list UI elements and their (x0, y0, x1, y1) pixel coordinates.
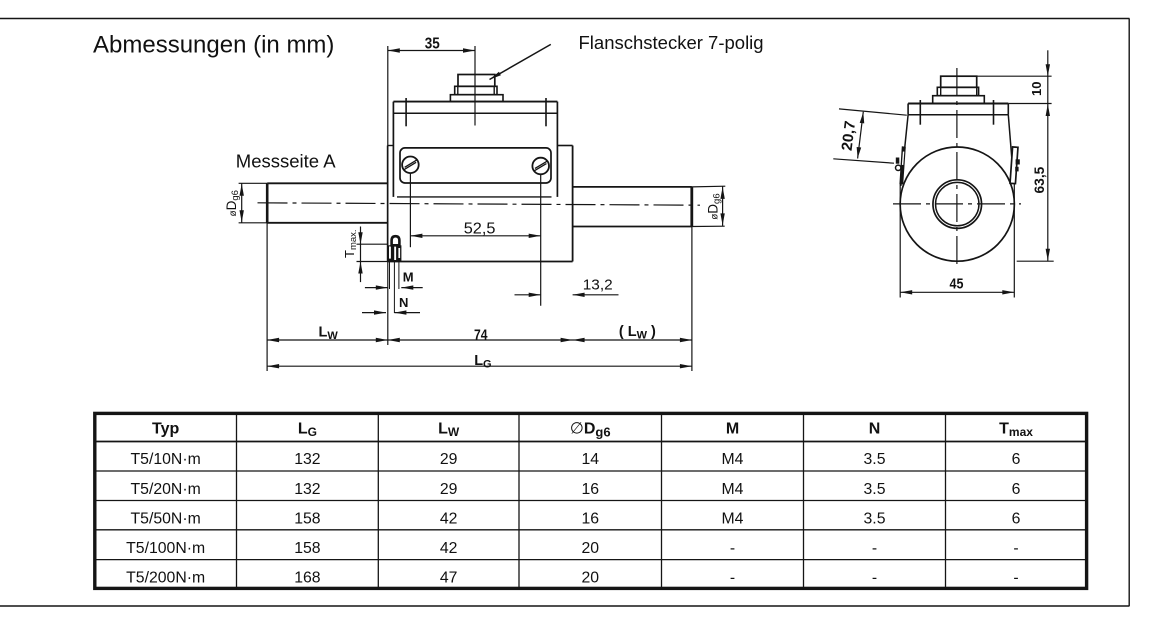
svg-text:-: - (1013, 570, 1018, 587)
svg-text:T5/50N·m: T5/50N·m (131, 510, 201, 527)
svg-text:29: 29 (440, 481, 458, 498)
svg-text:T5/200N·m: T5/200N·m (126, 570, 205, 587)
svg-text:T5/20N·m: T5/20N·m (131, 481, 201, 498)
svg-text:M4: M4 (722, 481, 744, 498)
svg-text:3.5: 3.5 (864, 481, 886, 498)
svg-text:N: N (869, 420, 881, 437)
svg-text:35: 35 (425, 35, 440, 52)
svg-text:M: M (403, 269, 414, 284)
svg-text:M4: M4 (722, 451, 744, 468)
svg-text:63,5: 63,5 (1031, 166, 1047, 193)
svg-text:42: 42 (440, 540, 458, 557)
svg-text:6: 6 (1012, 451, 1021, 468)
svg-text:M4: M4 (722, 510, 744, 527)
svg-text:-: - (872, 540, 877, 557)
svg-text:-: - (730, 570, 735, 587)
svg-text:Flanschstecker 7-polig: Flanschstecker 7-polig (579, 32, 764, 53)
svg-text:29: 29 (440, 451, 458, 468)
svg-text:T5/100N·m: T5/100N·m (126, 540, 205, 557)
svg-text:3.5: 3.5 (864, 510, 886, 527)
svg-text:-: - (730, 540, 735, 557)
svg-text:74: 74 (474, 326, 488, 343)
svg-text:158: 158 (294, 510, 321, 527)
svg-text:158: 158 (294, 540, 321, 557)
svg-text:Messseite A: Messseite A (236, 150, 336, 171)
svg-text:52,5: 52,5 (464, 220, 496, 237)
svg-text:T5/10N·m: T5/10N·m (131, 451, 201, 468)
svg-text:132: 132 (294, 481, 320, 498)
svg-text:6: 6 (1012, 510, 1021, 527)
svg-text:Typ: Typ (152, 420, 179, 437)
svg-text:-: - (872, 570, 877, 587)
svg-text:6: 6 (1012, 481, 1021, 498)
svg-text:Abmessungen (in mm): Abmessungen (in mm) (93, 32, 334, 59)
svg-text:47: 47 (440, 570, 458, 587)
svg-text:N: N (399, 295, 408, 310)
svg-text:16: 16 (581, 481, 599, 498)
svg-text:42: 42 (440, 510, 458, 527)
svg-text:13,2: 13,2 (583, 276, 613, 293)
svg-text:-: - (1013, 540, 1018, 557)
svg-text:168: 168 (294, 570, 321, 587)
svg-text:20,7: 20,7 (839, 120, 860, 152)
svg-text:16: 16 (581, 510, 599, 527)
svg-text:20: 20 (581, 570, 599, 587)
svg-text:132: 132 (294, 451, 320, 468)
svg-text:14: 14 (581, 451, 599, 468)
svg-text:3.5: 3.5 (864, 451, 886, 468)
svg-text:20: 20 (581, 540, 599, 557)
svg-text:10: 10 (1029, 82, 1044, 97)
svg-text:45: 45 (950, 276, 964, 293)
svg-text:M: M (726, 420, 739, 437)
